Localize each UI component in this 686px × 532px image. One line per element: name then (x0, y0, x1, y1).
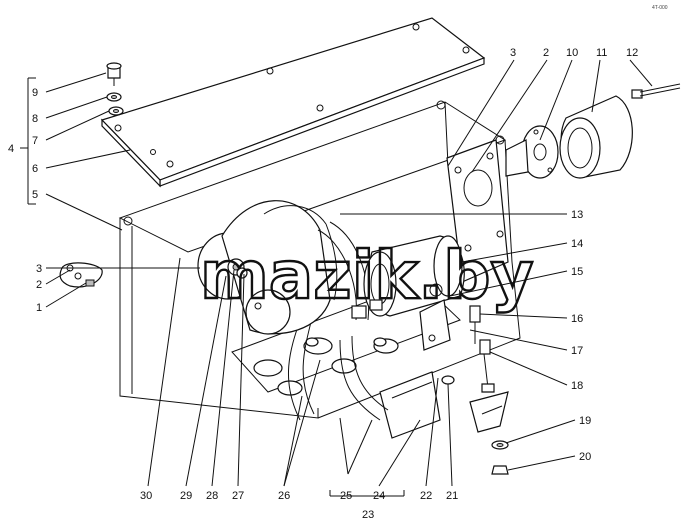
cover-bolt-stack (106, 62, 124, 116)
callout-1: 1 (36, 302, 42, 314)
callout-4: 4 (8, 143, 14, 155)
callout-28: 28 (206, 490, 218, 502)
callout-23: 23 (362, 509, 374, 521)
callout-25: 25 (340, 490, 352, 502)
callout-12: 12 (626, 47, 638, 59)
fan-hub (505, 125, 559, 179)
callout-top-2: 2 (543, 47, 549, 59)
callout-5: 5 (32, 189, 38, 201)
leader-lines (20, 59, 653, 497)
callout-24: 24 (373, 490, 385, 502)
callout-left-3: 3 (36, 263, 42, 275)
callout-8: 8 (32, 113, 38, 125)
callout-18: 18 (571, 380, 583, 392)
callout-30: 30 (140, 490, 152, 502)
callout-7: 7 (32, 135, 38, 147)
air-duct-elbow (197, 200, 370, 335)
callout-27: 27 (232, 490, 244, 502)
callout-17: 17 (571, 345, 583, 357)
callout-29: 29 (180, 490, 192, 502)
left-flange (59, 262, 103, 288)
callout-14: 14 (571, 238, 583, 250)
callout-9: 9 (32, 87, 38, 99)
callout-20: 20 (579, 451, 591, 463)
callout-top-3: 3 (510, 47, 516, 59)
watermark-text: mazik.by (200, 237, 534, 314)
long-screw (631, 83, 681, 99)
callout-26: 26 (278, 490, 290, 502)
fan-cover (559, 95, 633, 179)
callout-labels: 9 8 7 4 6 5 3 2 1 3 2 10 11 12 13 14 15 … (8, 47, 638, 521)
callout-16: 16 (571, 313, 583, 325)
mount-bolts (441, 305, 509, 475)
callout-15: 15 (571, 266, 583, 278)
callout-21: 21 (446, 490, 458, 502)
callout-13: 13 (571, 209, 583, 221)
callout-6: 6 (32, 163, 38, 175)
callout-10: 10 (566, 47, 578, 59)
callout-left-2: 2 (36, 279, 42, 291)
cover-plate (100, 17, 486, 188)
callout-11: 11 (596, 47, 607, 59)
corner-code: 4T-000 (652, 5, 668, 11)
electric-motor (351, 235, 465, 351)
housing-box (118, 100, 521, 439)
callout-22: 22 (420, 490, 432, 502)
callout-19: 19 (579, 415, 591, 427)
